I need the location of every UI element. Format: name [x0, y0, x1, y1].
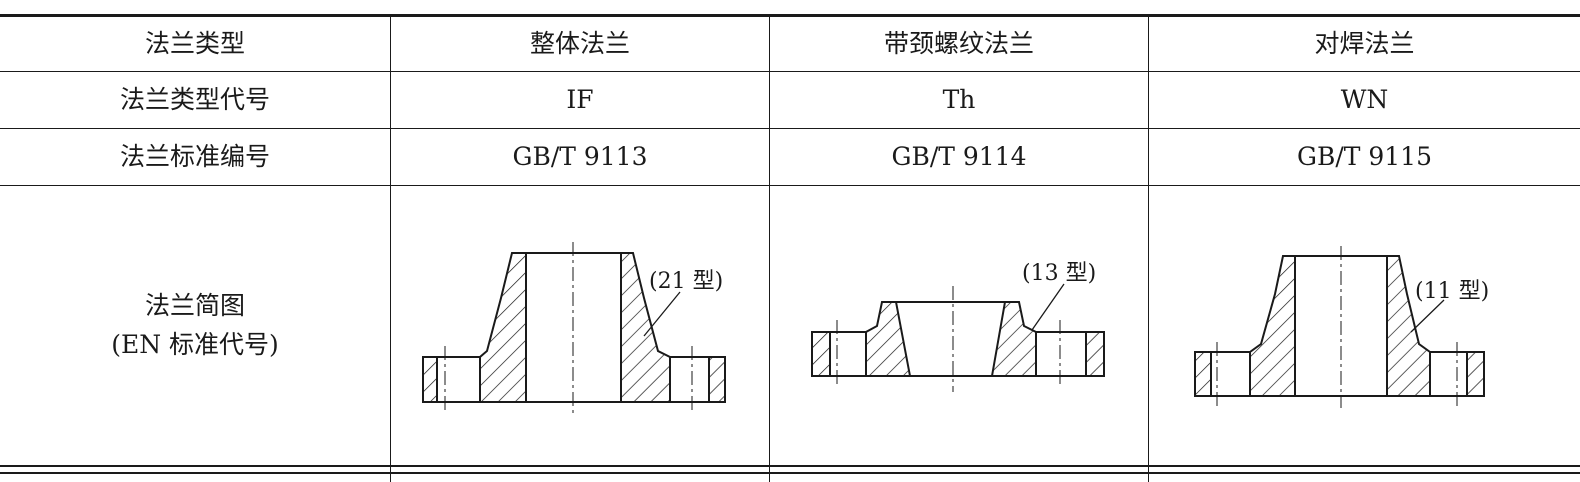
row-label-diagram-line1: 法兰简图: [144, 290, 245, 320]
cell-flange-type-wn: 对焊法兰: [1314, 28, 1415, 58]
cell-flange-type-if: 整体法兰: [529, 28, 630, 58]
table-bottom-rule-2: [0, 472, 1580, 474]
cell-standard-no-wn: GB/T 9115: [1296, 141, 1432, 171]
cell-type-code-wn: WN: [1340, 84, 1389, 114]
cell-type-code-th: Th: [942, 84, 976, 114]
row-divider: [0, 185, 1580, 186]
cell-flange-type-th: 带颈螺纹法兰: [883, 28, 1034, 58]
row-divider: [0, 128, 1580, 129]
column-divider: [390, 16, 391, 482]
table-top-rule: [0, 14, 1580, 17]
column-divider: [1148, 16, 1149, 482]
row-label-diagram: 法兰简图 (EN 标准代号): [0, 186, 390, 465]
cell-type-code-if: IF: [566, 84, 594, 114]
callout-type-13: (13 型): [1022, 261, 1096, 286]
column-divider: [769, 16, 770, 482]
weld-neck-flange-diagram: (11 型): [1194, 246, 1489, 408]
row-label-standard-no: 法兰标准编号: [119, 141, 270, 171]
cell-standard-no-if: GB/T 9113: [512, 141, 648, 171]
row-label-flange-type: 法兰类型: [144, 28, 245, 58]
callout-type-21: (21 型): [649, 269, 723, 294]
row-label-diagram-line2: (EN 标准代号): [111, 329, 279, 359]
callout-type-11: (11 型): [1415, 279, 1489, 304]
table-bottom-rule: [0, 465, 1580, 467]
row-divider: [0, 71, 1580, 72]
row-label-type-code: 法兰类型代号: [119, 84, 270, 114]
cell-standard-no-th: GB/T 9114: [891, 141, 1027, 171]
threaded-flange-diagram: (13 型): [811, 261, 1105, 392]
integral-flange-diagram: (21 型): [422, 242, 726, 414]
